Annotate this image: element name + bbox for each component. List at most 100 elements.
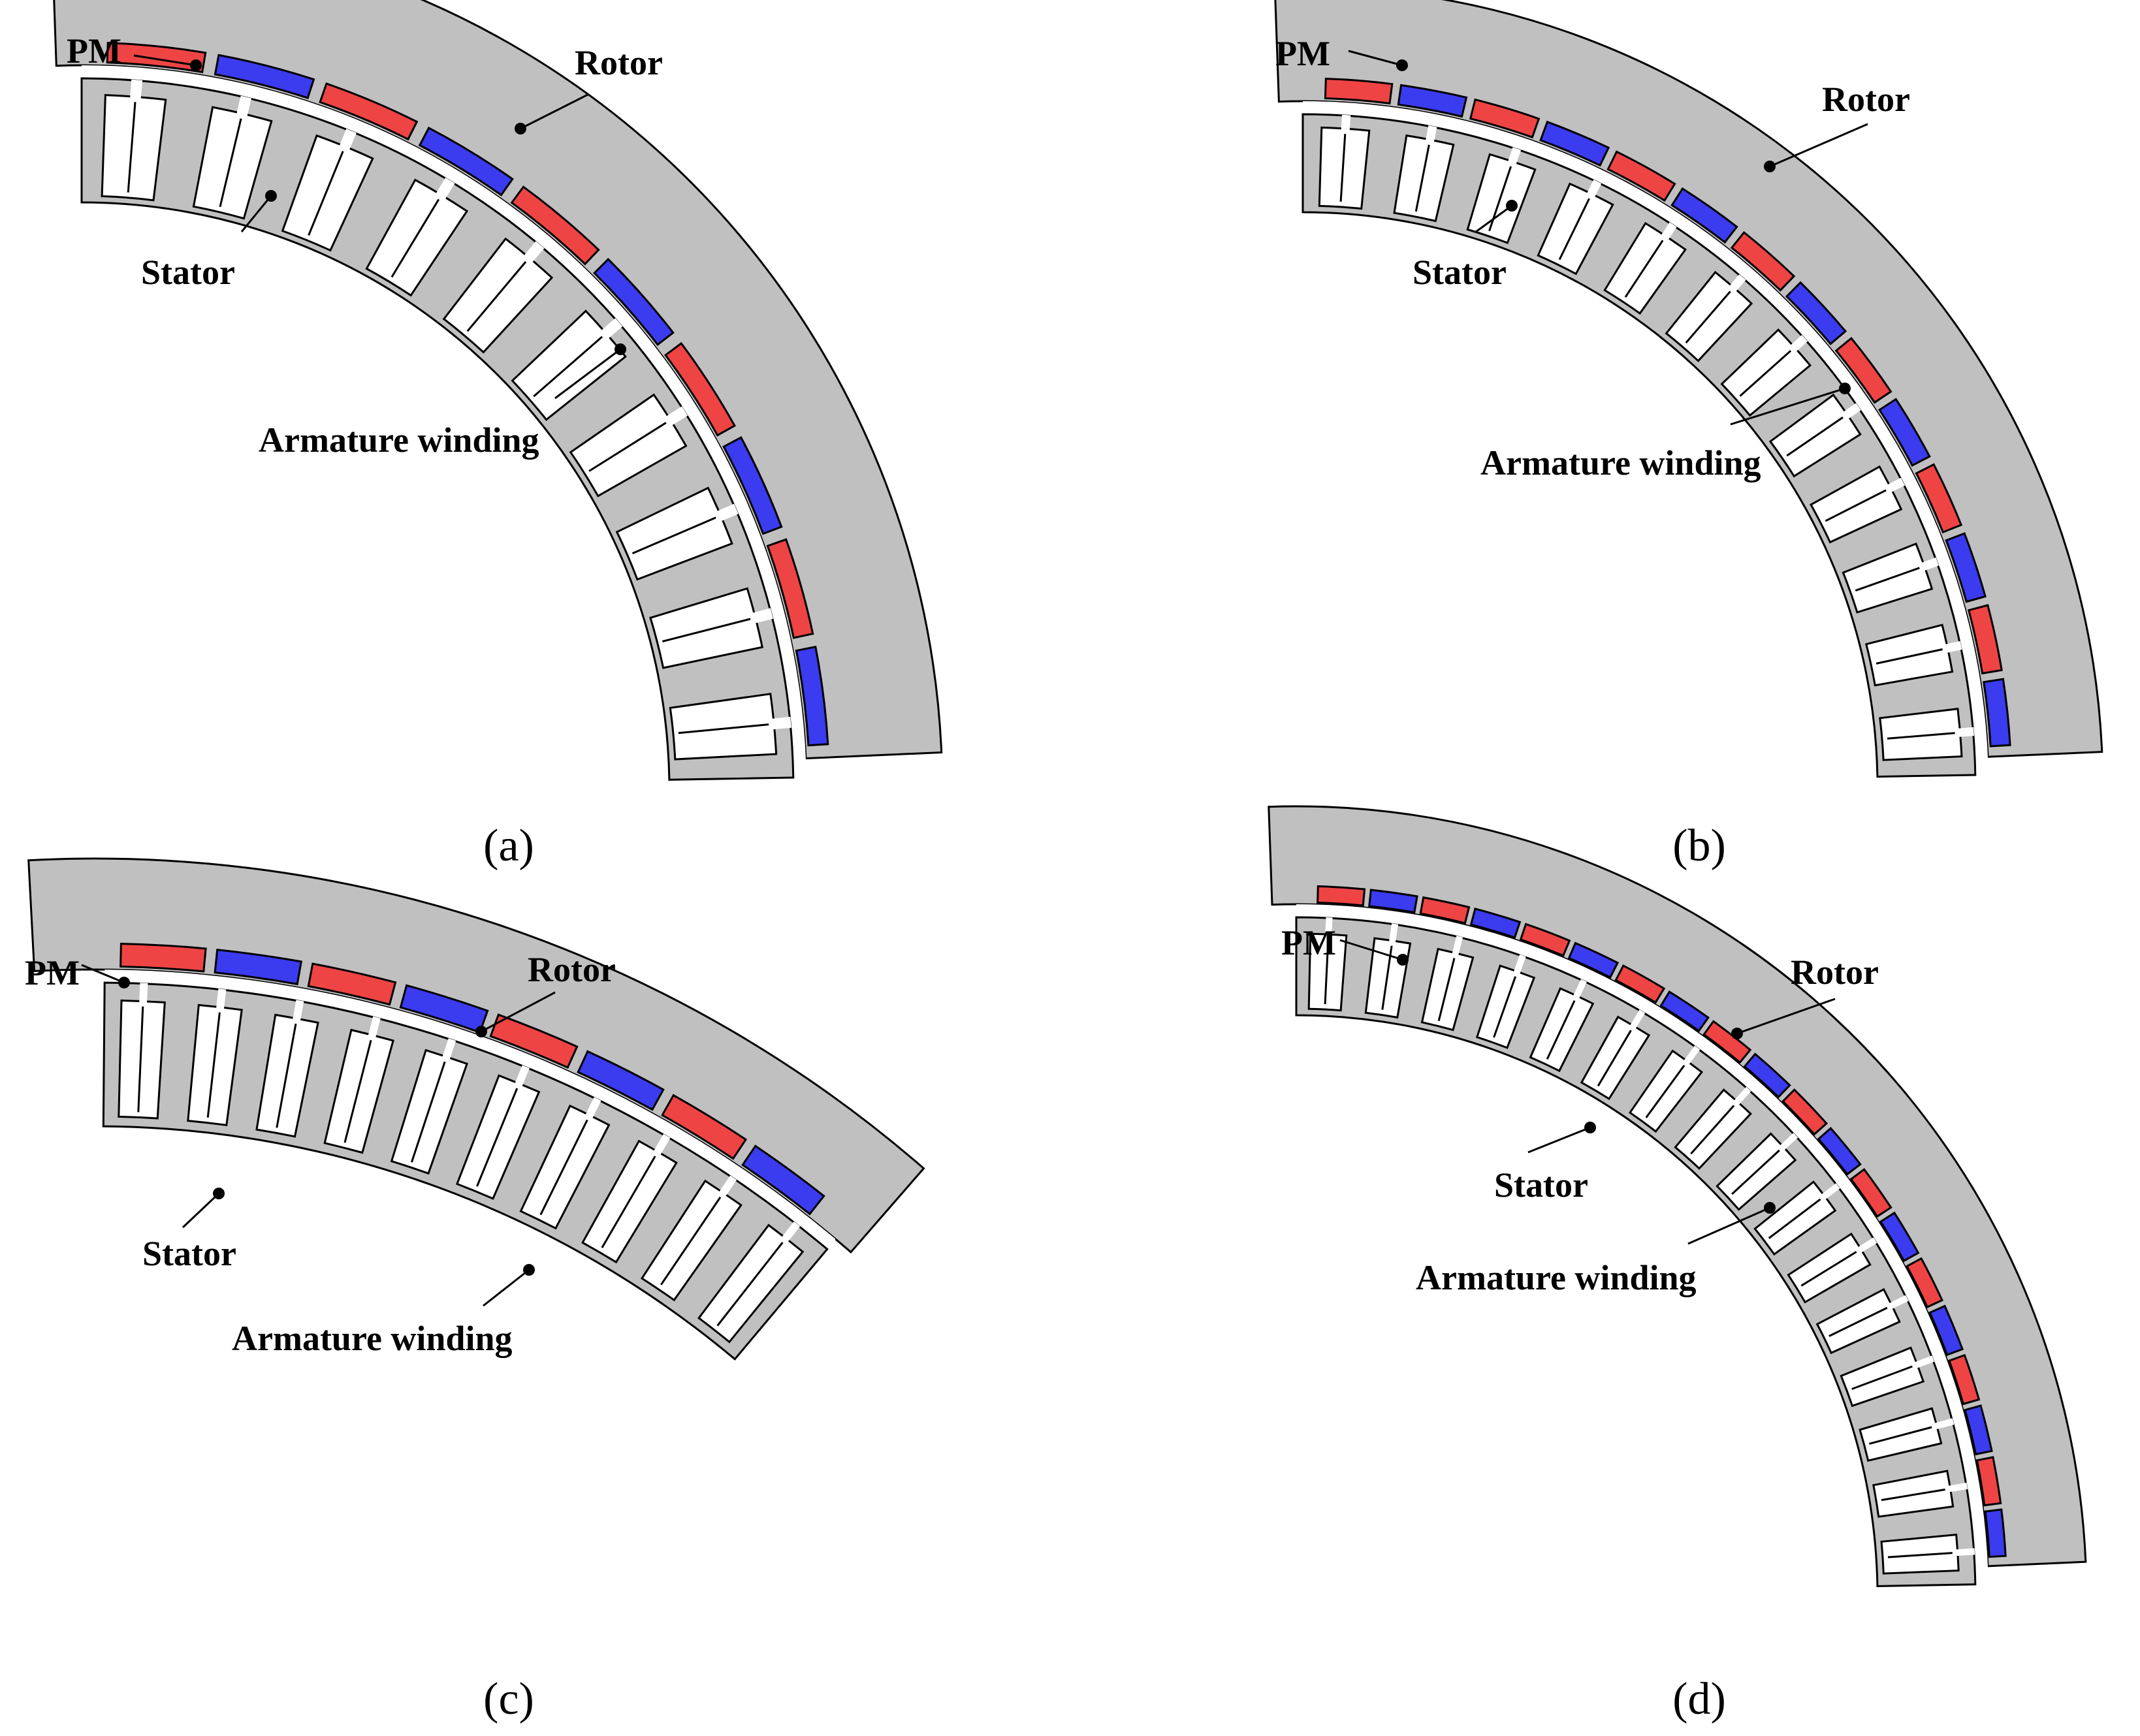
slot-opening [719,1175,737,1196]
slot-opening [585,1097,601,1118]
coil-divider [601,1156,656,1248]
magnet-north [1781,1088,1829,1136]
slot-opening [752,608,773,623]
coil-divider [1739,350,1792,397]
slot [101,94,167,202]
panel-d-stator-label: Stator [1494,1165,1588,1205]
magnet-south [1817,1126,1862,1176]
pm-leader-dot [190,59,202,71]
magnet-north [664,341,736,437]
magnet-south [577,1050,665,1111]
coil-divider [1597,1030,1632,1087]
slot-opening [1844,403,1861,419]
slot-opening [1573,979,1587,999]
magnet-south [1368,889,1418,914]
magnet-north [1906,1257,1943,1308]
magnet-north [106,42,207,74]
slot-opening [216,988,227,1009]
coil-divider [1855,567,1920,592]
slot-opening [1858,1237,1877,1253]
slot-opening [1948,1483,1968,1492]
panel-a-stator-label: Stator [141,253,235,292]
winding-leader-dot [523,1264,535,1276]
coil-divider [1624,240,1664,298]
magnet-north [489,1013,579,1069]
coil-divider [1546,1000,1576,1060]
slot-opening [1734,1086,1751,1105]
coil-divider [466,260,527,332]
magnet-south [1469,907,1522,939]
coil-divider [1324,939,1330,1005]
magnet-north [1519,923,1571,957]
slot [187,1003,243,1126]
slot [1880,1533,1960,1575]
coil-divider [1437,958,1456,1021]
magnet-north [1324,78,1394,105]
slot [323,1028,394,1154]
slot-opening [1821,1183,1840,1200]
slot-opening [666,406,688,426]
panel-a-pm-label: PM [67,31,121,71]
magnet-south [1984,1508,2007,1558]
coil-divider [588,422,667,472]
coil-divider [1881,1489,1945,1502]
slot-opening [1887,477,1905,492]
slot-opening [1956,1548,1975,1556]
panel-a-rotor-label: Rotor [575,43,663,82]
stator-leader-line [182,1192,220,1229]
magnet-south [1567,941,1620,979]
rotor-leader-dot [1764,161,1776,172]
slot [1393,134,1455,223]
coil-divider [206,1012,221,1118]
coil-divider [716,1242,784,1327]
panel-c: PM Rotor Stator Armature winding (c) [25,857,925,1724]
winding-leader-line [554,348,621,400]
panel-a-caption: (a) [483,821,534,871]
slot-opening [717,503,739,521]
pm-leader-line [133,54,197,67]
slot-opening [1729,274,1746,292]
pm-leader-line [81,964,125,984]
slot-opening [1958,727,1974,737]
magnet-north [1469,98,1541,139]
magnet-north [1947,1353,1981,1406]
slot-opening [524,241,545,262]
pm-leader-line [1339,939,1403,961]
magnet-north [766,538,814,639]
coil-divider [410,1061,446,1163]
rotor-leader-line [1769,123,1868,168]
panel-d-winding-label: Armature winding [1416,1258,1697,1297]
slot-opening [442,1038,456,1060]
slot-opening [601,318,623,339]
panel-a-geometry [53,0,943,781]
slot [1318,126,1371,210]
slot [669,693,778,761]
magnet-north [120,942,207,973]
panel-c-rotor-label: Rotor [528,950,616,989]
magnet-north [1614,964,1666,1004]
slot [1879,708,1963,761]
magnet-north [1730,230,1796,292]
slot-opening [1889,1295,1909,1309]
magnet-north [307,962,397,1006]
magnet-north [1975,1456,2002,1507]
magnet-north [1317,885,1366,907]
magnet-south [1964,1404,1993,1456]
coil-divider [1493,976,1517,1038]
slot-opening [293,1000,304,1021]
panel-c-winding-label: Armature winding [232,1319,513,1358]
rotor-leader-line [1736,998,1836,1035]
slot-opening [130,79,143,99]
coil-divider [127,102,136,193]
coil-divider [1887,1552,1953,1558]
slot-opening [368,1016,381,1037]
panel-b: PM Rotor Stator Armature winding (b) [1274,0,2103,871]
pm-leader-dot [1396,59,1408,71]
coil-divider [1851,1365,1913,1390]
winding-leader-line [1687,1207,1770,1245]
slot-opening [772,716,791,730]
slot [615,486,733,581]
coil-divider [343,1039,372,1143]
coil-divider [219,118,242,208]
slot [192,106,273,220]
